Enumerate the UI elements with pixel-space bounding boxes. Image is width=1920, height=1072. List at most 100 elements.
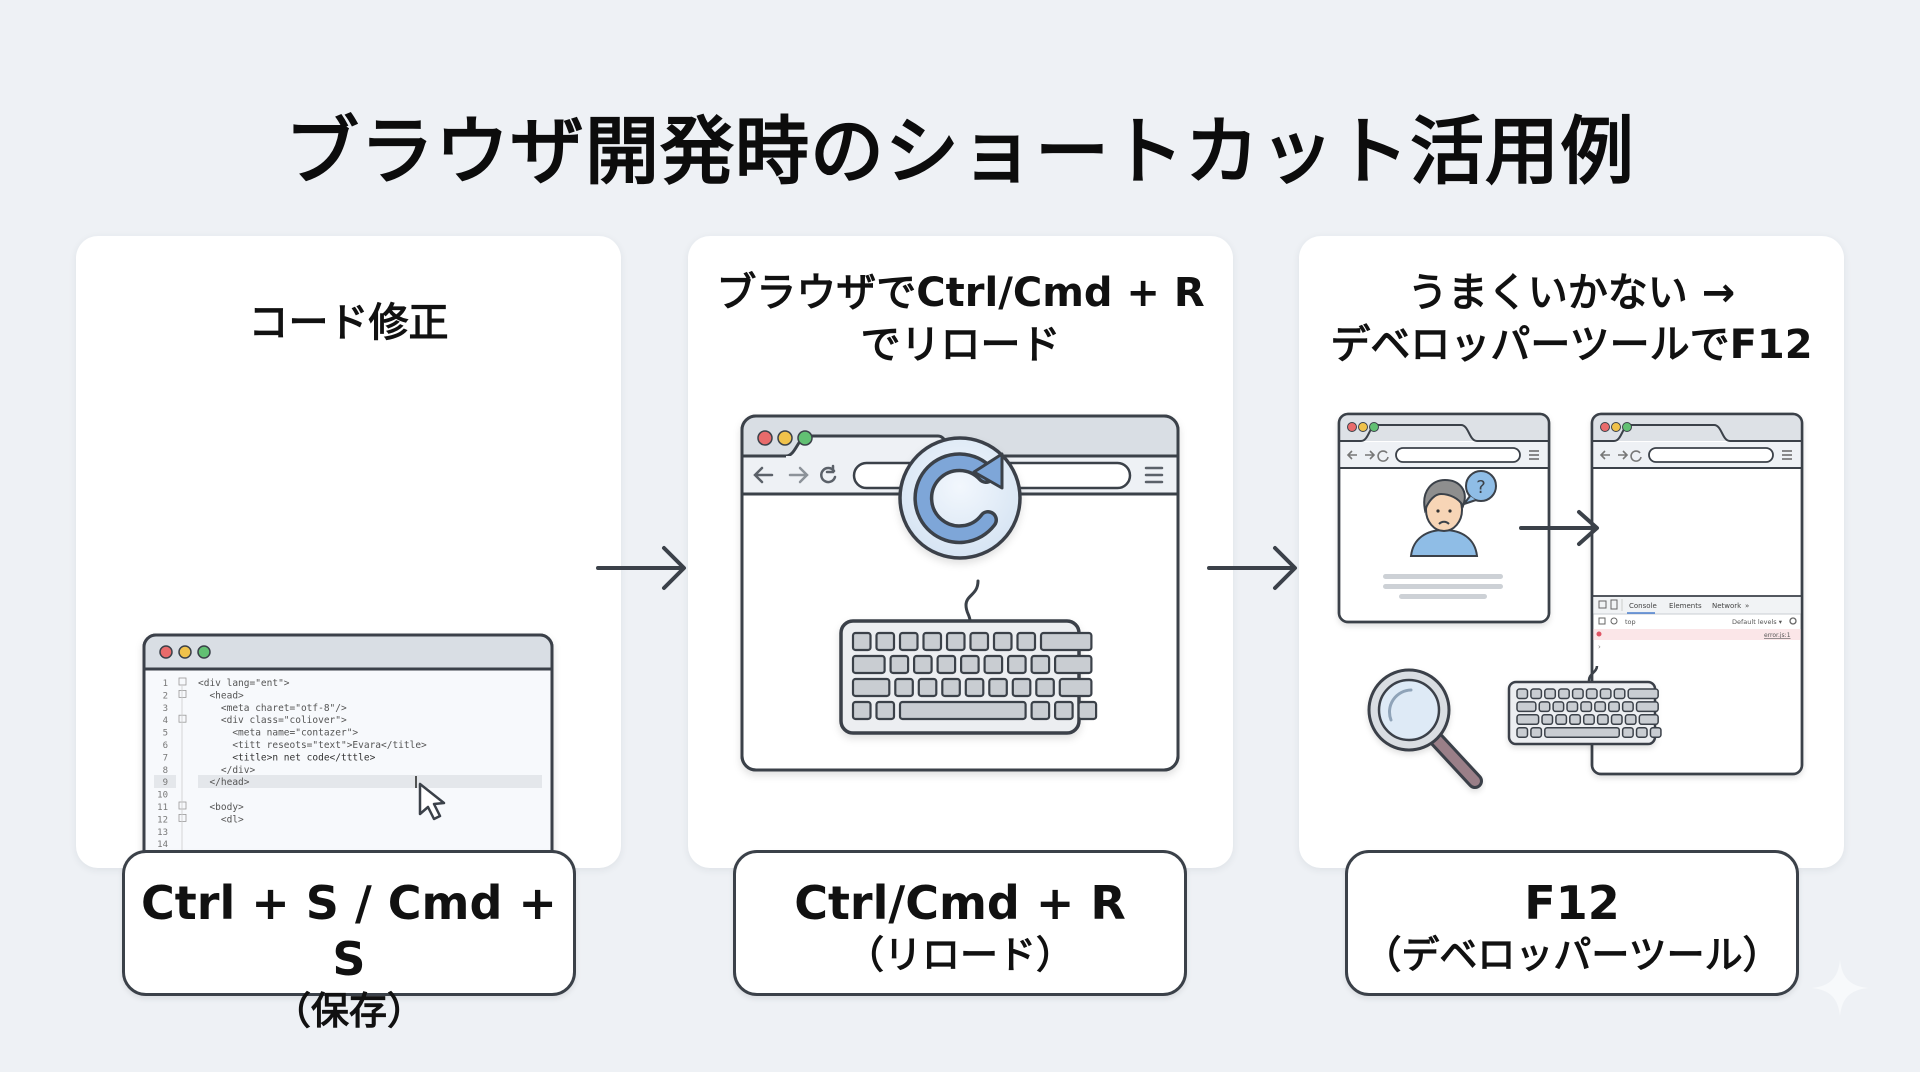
arrow-right-icon (1519, 510, 1599, 546)
magnifier-icon (1367, 668, 1483, 789)
keyboard-key (1649, 726, 1662, 738)
keyboard-key (1058, 677, 1093, 698)
keyboard-key (1530, 726, 1543, 738)
sparkle-icon (1812, 960, 1868, 1016)
keyboard-key (1544, 726, 1620, 738)
keyboard-key (1585, 688, 1598, 700)
keyboard-key (889, 654, 910, 675)
keyboard-key (1007, 654, 1027, 675)
line-number: 8 (163, 766, 168, 776)
code-line: </head> (198, 777, 250, 788)
keyboard-keys (1516, 688, 1662, 738)
keyboard-key (922, 631, 943, 652)
line-number: 11 (157, 803, 168, 813)
arrow-right-icon (596, 546, 686, 590)
keyboard-key (875, 631, 896, 652)
mouse-cursor-icon (418, 782, 446, 821)
keyboard-key (988, 677, 1008, 698)
line-number: 14 (157, 840, 168, 850)
keyboard-key (992, 631, 1013, 652)
window-close-dot (757, 430, 773, 446)
fold-icon[interactable] (178, 813, 187, 822)
keyboard-key (1538, 701, 1551, 713)
keyboard-key (898, 631, 919, 652)
window-close-dot (159, 645, 173, 659)
fold-icon[interactable] (178, 689, 187, 698)
line-number: 10 (157, 791, 168, 801)
keyboard-key (1610, 714, 1623, 726)
keyboard-key (1627, 688, 1659, 700)
code-lines: 1<div lang="ent">2 <head>3 <meta charet=… (157, 677, 427, 866)
line-number: 12 (157, 815, 168, 825)
keyboard-key (969, 631, 990, 652)
shortcut-callout-save: Ctrl + S / Cmd + S （保存） (122, 850, 576, 1033)
line-number: 1 (163, 679, 168, 689)
keyboard-key (1607, 701, 1620, 713)
keyboard-key (1621, 701, 1634, 713)
keyboard-key (917, 677, 938, 698)
code-line: <body> (198, 802, 244, 813)
devtools-tab-network[interactable]: Network (1712, 602, 1742, 610)
fold-icon[interactable] (178, 714, 187, 723)
line-number: 13 (157, 828, 168, 838)
window-min-dot (777, 430, 793, 446)
panel-heading-line-2: デベロッパーツールでF12 (1330, 322, 1813, 368)
line-number: 3 (163, 704, 168, 714)
keyboard-key (913, 654, 933, 675)
keyboard-key (851, 700, 872, 721)
keyboard-key (1077, 700, 1098, 721)
shortcut-callout-reload: Ctrl/Cmd + R （リロード） (733, 850, 1187, 996)
page-title: ブラウザ開発時のショートカット活用例 (285, 109, 1635, 195)
devtools-error-link[interactable]: error.js:1 (1764, 632, 1791, 639)
devtools-tab-elements[interactable]: Elements (1669, 602, 1702, 610)
devtools-levels[interactable]: Default levels ▾ (1732, 618, 1783, 626)
devtools-tab-more[interactable]: » (1745, 602, 1749, 610)
keyboard-key (1541, 714, 1554, 726)
confused-user-icon (1409, 478, 1479, 557)
shortcut-keys: Ctrl/Cmd + R (794, 876, 1126, 930)
fold-icon[interactable] (178, 677, 187, 686)
keyboard-key (1557, 688, 1570, 700)
keyboard-key (1580, 701, 1593, 713)
code-line: <titt reseots="text">Evara</title> (198, 740, 427, 751)
devtools-context[interactable]: top (1625, 618, 1636, 626)
shortcut-keys: Ctrl + S / Cmd + S (141, 876, 557, 986)
keyboard-key (1011, 677, 1032, 698)
keyboard-key (960, 654, 980, 675)
keyboard-key (1030, 654, 1051, 675)
keyboard-key (1566, 701, 1579, 713)
panel-heading: コード修正 (248, 300, 449, 346)
code-line (198, 827, 232, 838)
fold-icon[interactable] (178, 801, 187, 810)
keyboard-key (945, 631, 966, 652)
code-line: <dl> (198, 814, 244, 825)
line-number: 2 (163, 691, 168, 701)
code-line: <div class="coliover"> (198, 715, 347, 726)
editor-window (142, 633, 554, 866)
devtools-panel: Console Elements Network » top Default l… (1592, 595, 1802, 651)
keyboard-key (1016, 631, 1037, 652)
shortcut-description: （リロード） (845, 933, 1074, 977)
keyboard-key (1635, 701, 1659, 713)
keyboard-key (1594, 701, 1607, 713)
forward-icon (788, 466, 809, 484)
line-number: 9 (163, 778, 168, 788)
panel-heading-line-1: ブラウザでCtrl/Cmd + R (716, 270, 1205, 316)
code-line: <head> (198, 690, 244, 701)
keyboard-key (1516, 714, 1540, 726)
keyboard-key (1552, 701, 1565, 713)
devtools-tab-console[interactable]: Console (1629, 602, 1657, 610)
code-line: <meta charet="otf-8"/> (198, 703, 347, 714)
keyboard-key (941, 677, 961, 698)
code-line: </div> (198, 765, 255, 776)
keyboard-key (1054, 654, 1093, 675)
devtools-prompt[interactable]: › (1598, 643, 1601, 651)
keyboard-key (851, 631, 872, 652)
shortcut-callout-devtools: F12 （デベロッパーツール） (1345, 850, 1799, 996)
line-number: 4 (163, 716, 168, 726)
keyboard-key (983, 654, 1004, 675)
keyboard-key (964, 677, 985, 698)
code-line: <title>n net code</tttle> (198, 752, 376, 763)
keyboard-key (1039, 631, 1093, 652)
gear-icon (1789, 617, 1797, 625)
